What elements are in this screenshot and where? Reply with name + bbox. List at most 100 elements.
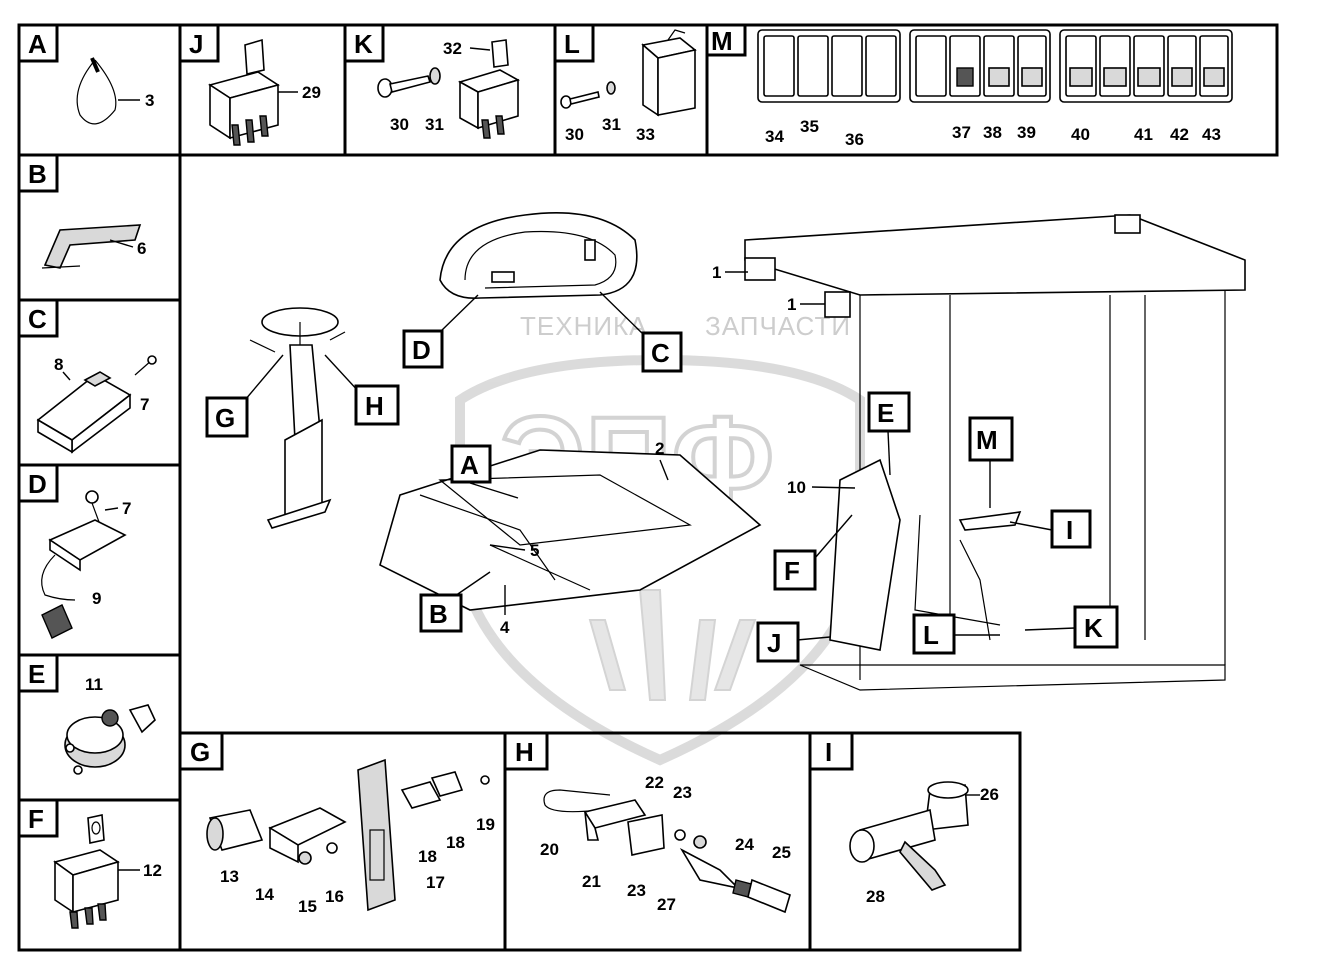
ignition-switch-icon: [64, 704, 156, 775]
callout-3: 3: [145, 91, 154, 110]
callout-30-l: 30: [565, 125, 584, 144]
tag-m: M: [968, 416, 1014, 508]
callout-41: 41: [1134, 125, 1153, 144]
svg-text:M: M: [976, 425, 998, 455]
panel-b-label: B: [28, 159, 47, 189]
callout-25: 25: [772, 843, 791, 862]
callout-37: 37: [952, 123, 971, 142]
panel-j: J 29: [178, 23, 347, 157]
panel-a: A 3: [17, 23, 182, 157]
panel-c: C 8 7: [17, 298, 182, 467]
panel-d-label: D: [28, 469, 47, 499]
panel-m: M: [705, 23, 1279, 157]
floor-plate: [379, 449, 762, 611]
panel-k: K 32 30 31: [343, 23, 557, 157]
panel-g-label: G: [190, 737, 210, 767]
tag-j: J: [756, 621, 831, 663]
callout-7-c: 7: [140, 395, 149, 414]
combination-switch-icon: [206, 758, 490, 912]
callout-8: 8: [54, 355, 63, 374]
callout-33: 33: [636, 125, 655, 144]
steering-column: [249, 307, 346, 529]
callout-30-k: 30: [390, 115, 409, 134]
panel-j-label: J: [189, 29, 203, 59]
panel-f: F 12: [17, 798, 182, 952]
svg-text:J: J: [767, 628, 781, 658]
tag-g: G: [205, 354, 284, 438]
tag-d: D: [402, 294, 479, 369]
tag-c: C: [599, 291, 683, 373]
callout-19: 19: [476, 815, 495, 834]
callout-13: 13: [220, 867, 239, 886]
callout-17: 17: [426, 873, 445, 892]
callout-12: 12: [143, 861, 162, 880]
panel-k-label: K: [354, 29, 373, 59]
svg-text:A: A: [460, 450, 479, 480]
callout-20: 20: [540, 840, 559, 859]
callout-1-a: 1: [712, 263, 721, 282]
callout-23-a: 23: [673, 783, 692, 802]
indicator-switch-panel: [909, 29, 1051, 103]
tag-f: F: [773, 514, 853, 591]
tag-h: H: [324, 354, 400, 426]
callout-28: 28: [866, 887, 885, 906]
svg-text:I: I: [1066, 515, 1073, 545]
callout-40: 40: [1071, 125, 1090, 144]
svg-text:D: D: [412, 335, 431, 365]
panel-f-label: F: [28, 804, 44, 834]
callout-36: 36: [845, 130, 864, 149]
callout-10: 10: [787, 478, 806, 497]
callout-5: 5: [530, 541, 539, 560]
panel-h-label: H: [515, 737, 534, 767]
callout-21: 21: [582, 872, 601, 891]
svg-text:G: G: [215, 403, 235, 433]
callout-31-l: 31: [602, 115, 621, 134]
panel-d: D 7 9: [17, 463, 182, 657]
panel-a-label: A: [28, 29, 47, 59]
callout-26: 26: [980, 785, 999, 804]
relay-k-icon: [377, 39, 521, 139]
control-module-icon: [560, 29, 697, 117]
tag-i: I: [1009, 509, 1092, 549]
flasher-unit-icon: [36, 355, 157, 454]
svg-text:L: L: [923, 620, 939, 650]
panel-b: B 6: [17, 153, 182, 302]
panel-m-label: M: [711, 26, 733, 56]
callout-27: 27: [657, 895, 676, 914]
relay-j-icon: [208, 38, 280, 146]
watermark-text-1: ТЕХНИКА: [520, 311, 648, 341]
tag-b: B: [419, 571, 491, 633]
rocker-switch-panel: [1059, 29, 1233, 103]
callout-9: 9: [92, 589, 101, 608]
svg-text:C: C: [651, 338, 670, 368]
panel-e-label: E: [28, 659, 45, 689]
blank-switch-panel: [757, 29, 901, 103]
relay-icon: [53, 814, 120, 929]
callout-18-b: 18: [446, 833, 465, 852]
main-assembly-view: 1 1 2 4 5 10 D C G H: [205, 212, 1246, 691]
callout-35: 35: [800, 117, 819, 136]
clamp-bracket-icon: [41, 224, 142, 269]
callout-39: 39: [1017, 123, 1036, 142]
svg-text:E: E: [877, 398, 894, 428]
cable-tie-icon: [76, 57, 117, 125]
callout-23-b: 23: [627, 881, 646, 900]
panel-i-label: I: [825, 737, 832, 767]
callout-7-d: 7: [122, 499, 131, 518]
callout-22: 22: [645, 773, 664, 792]
callout-1-b: 1: [787, 295, 796, 314]
callout-15: 15: [298, 897, 317, 916]
callout-42: 42: [1170, 125, 1189, 144]
svg-text:B: B: [429, 599, 448, 629]
callout-38: 38: [983, 123, 1002, 142]
panel-l: L 30 31 33: [553, 23, 709, 157]
callout-11: 11: [85, 675, 103, 694]
sensor-switch-icon: [41, 490, 127, 639]
svg-text:H: H: [365, 391, 384, 421]
tag-k: K: [1024, 605, 1119, 649]
callout-32: 32: [443, 39, 462, 58]
callout-43: 43: [1202, 125, 1221, 144]
callout-4: 4: [500, 618, 510, 637]
